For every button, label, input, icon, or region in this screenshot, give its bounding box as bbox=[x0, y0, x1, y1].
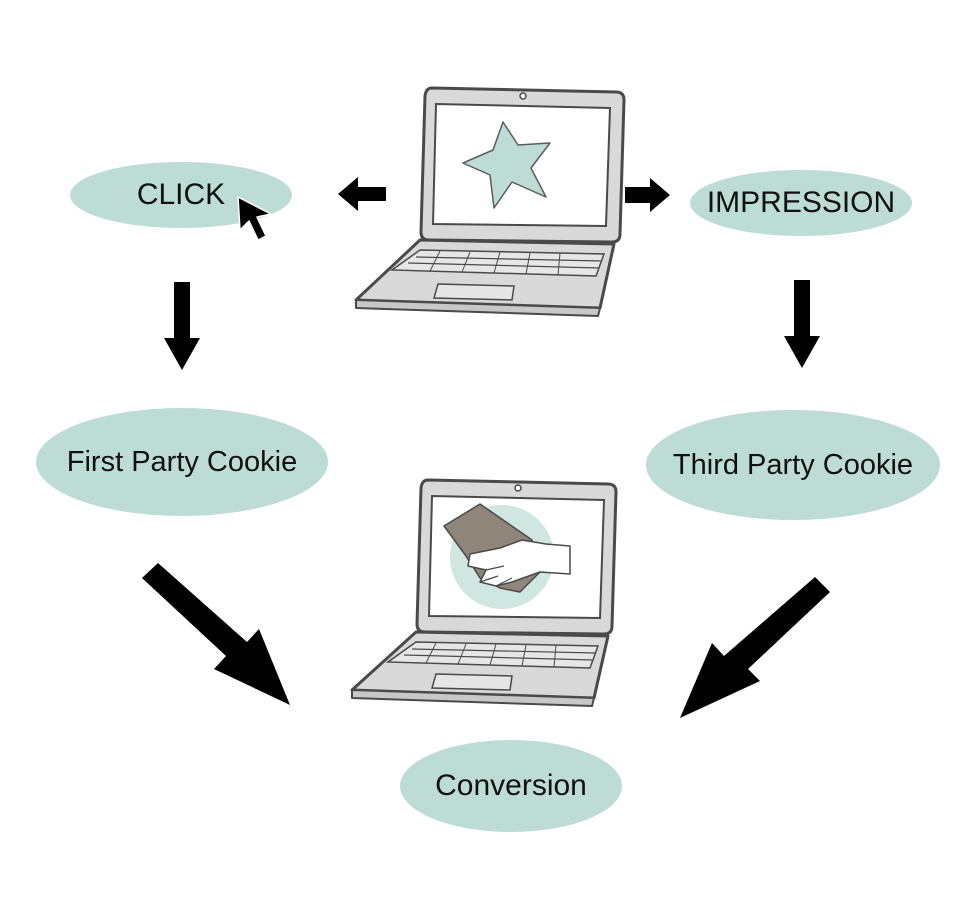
first-party-cookie-node: First Party Cookie bbox=[36, 408, 328, 516]
arrow-impression-to-third-party bbox=[784, 280, 820, 368]
impression-label: IMPRESSION bbox=[706, 186, 896, 219]
click-label: CLICK bbox=[136, 178, 226, 211]
conversion-node: Conversion bbox=[400, 740, 622, 832]
arrow-click-to-first-party bbox=[164, 282, 200, 370]
arrow-third-party-to-conversion bbox=[680, 577, 830, 718]
arrow-first-party-to-conversion bbox=[142, 563, 290, 705]
click-node: CLICK bbox=[70, 162, 292, 228]
third-party-cookie-label: Third Party Cookie bbox=[672, 448, 914, 481]
third-party-cookie-node: Third Party Cookie bbox=[646, 410, 940, 520]
laptop-handshake-icon bbox=[350, 478, 618, 707]
first-party-cookie-label: First Party Cookie bbox=[66, 445, 298, 478]
conversion-label: Conversion bbox=[435, 769, 587, 802]
impression-node: IMPRESSION bbox=[690, 170, 912, 236]
arrow-to-impression bbox=[625, 178, 670, 212]
arrow-to-click bbox=[338, 177, 386, 211]
laptop-star-icon bbox=[354, 86, 626, 317]
